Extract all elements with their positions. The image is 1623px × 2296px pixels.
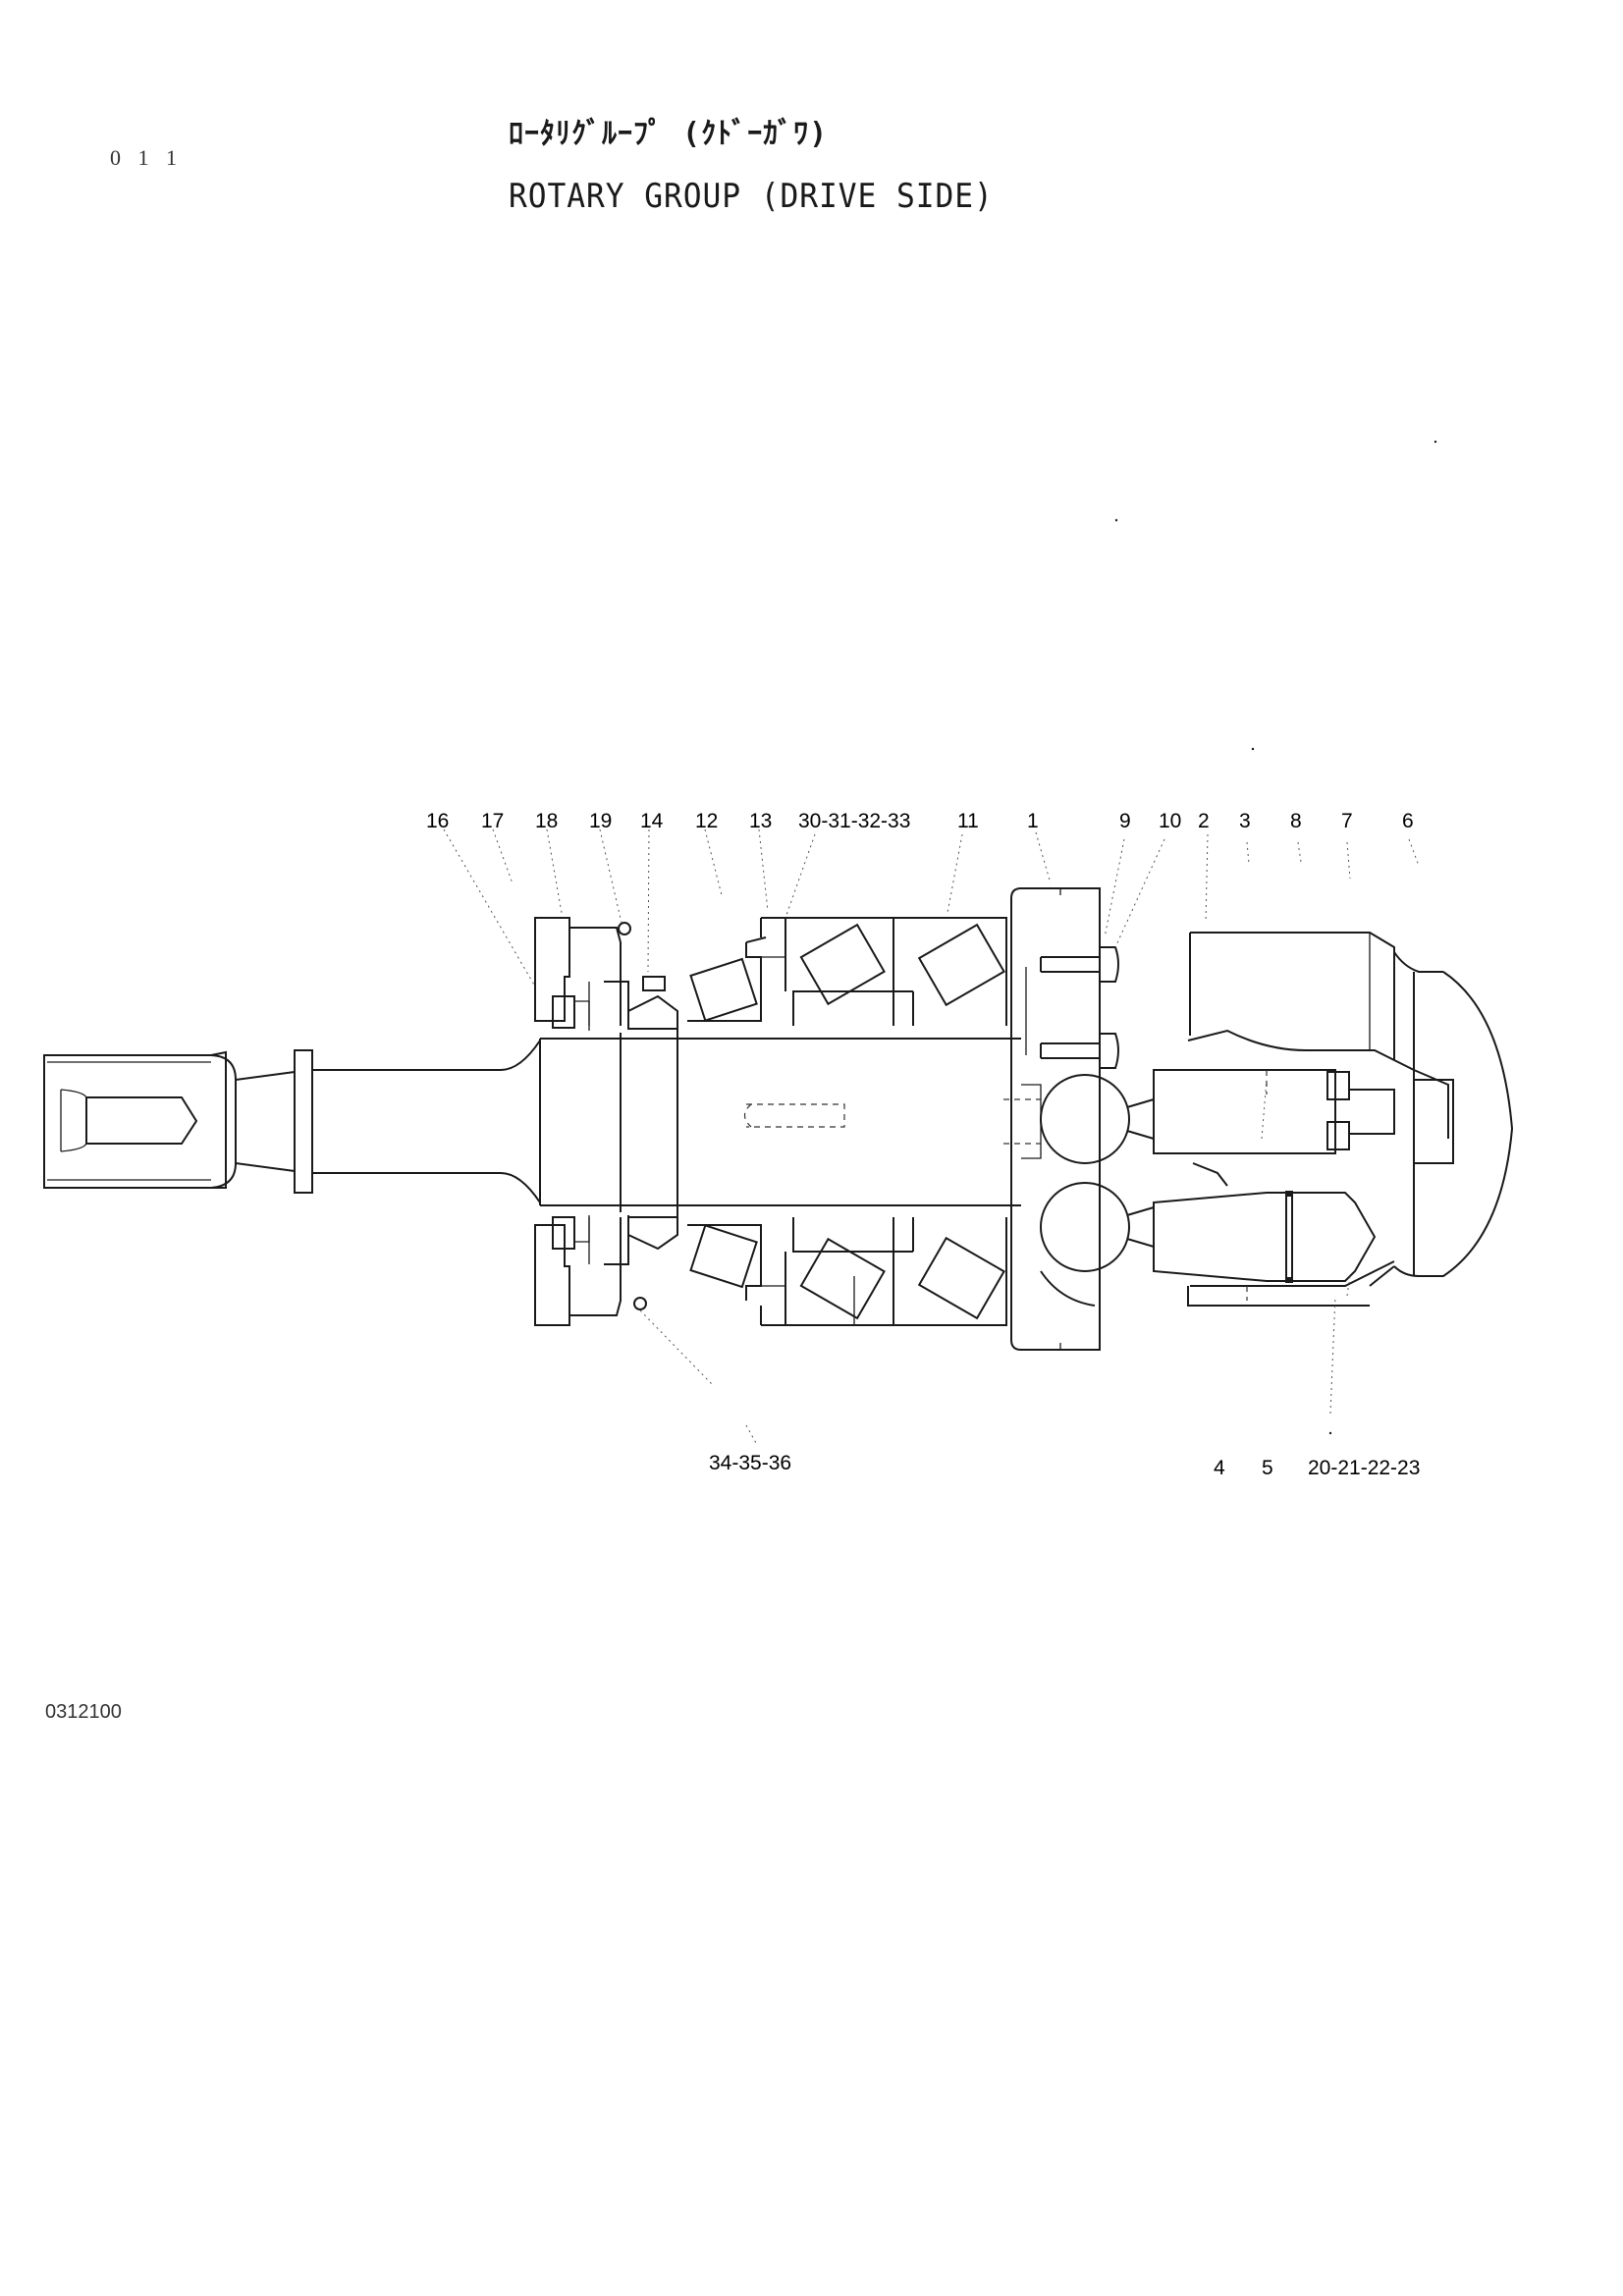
callout-19: 19 [589, 810, 612, 832]
callout-16: 16 [426, 810, 449, 832]
callout-30-31-32-33: 30-31-32-33 [798, 810, 910, 832]
page-number: 0 1 1 [110, 145, 183, 170]
seal-cover-assembly [534, 917, 666, 1326]
callout-3: 3 [1239, 810, 1251, 832]
callout-2: 2 [1198, 810, 1210, 832]
spacer-ring [627, 994, 678, 1251]
callout-6: 6 [1402, 810, 1414, 832]
callout-4: 4 [1214, 1457, 1225, 1479]
callout-9: 9 [1119, 810, 1131, 832]
callout-7: 7 [1341, 810, 1353, 832]
drive-shaft [43, 1026, 1042, 1217]
callout-20-21-22-23: 20-21-22-23 [1308, 1457, 1420, 1479]
callout-12: 12 [695, 810, 718, 832]
drawing-code: 0312100 [45, 1701, 122, 1723]
pistons-and-cylinder [1153, 932, 1514, 1307]
callout-34-35-36: 34-35-36 [709, 1452, 791, 1474]
callout-1: 1 [1027, 810, 1039, 832]
taper-roller-bearings [687, 917, 1007, 1326]
scan-specks [1114, 440, 1437, 1435]
callout-8: 8 [1290, 810, 1302, 832]
callout-10: 10 [1159, 810, 1181, 832]
title-japanese: ﾛｰﾀﾘｸﾞﾙｰﾌﾟ (ｸﾄﾞｰｶﾞﾜ) [509, 117, 829, 151]
callout-13: 13 [749, 810, 772, 832]
callout-17: 17 [481, 810, 504, 832]
callout-5: 5 [1262, 1457, 1273, 1479]
callout-11: 11 [957, 810, 979, 832]
callout-18: 18 [535, 810, 558, 832]
piston-ball-joints [1040, 1074, 1155, 1307]
callout-14: 14 [640, 810, 664, 832]
title-english: ROTARY GROUP (DRIVE SIDE) [509, 177, 994, 216]
drive-flange [1010, 887, 1119, 1351]
leader-lines [443, 828, 1420, 1444]
